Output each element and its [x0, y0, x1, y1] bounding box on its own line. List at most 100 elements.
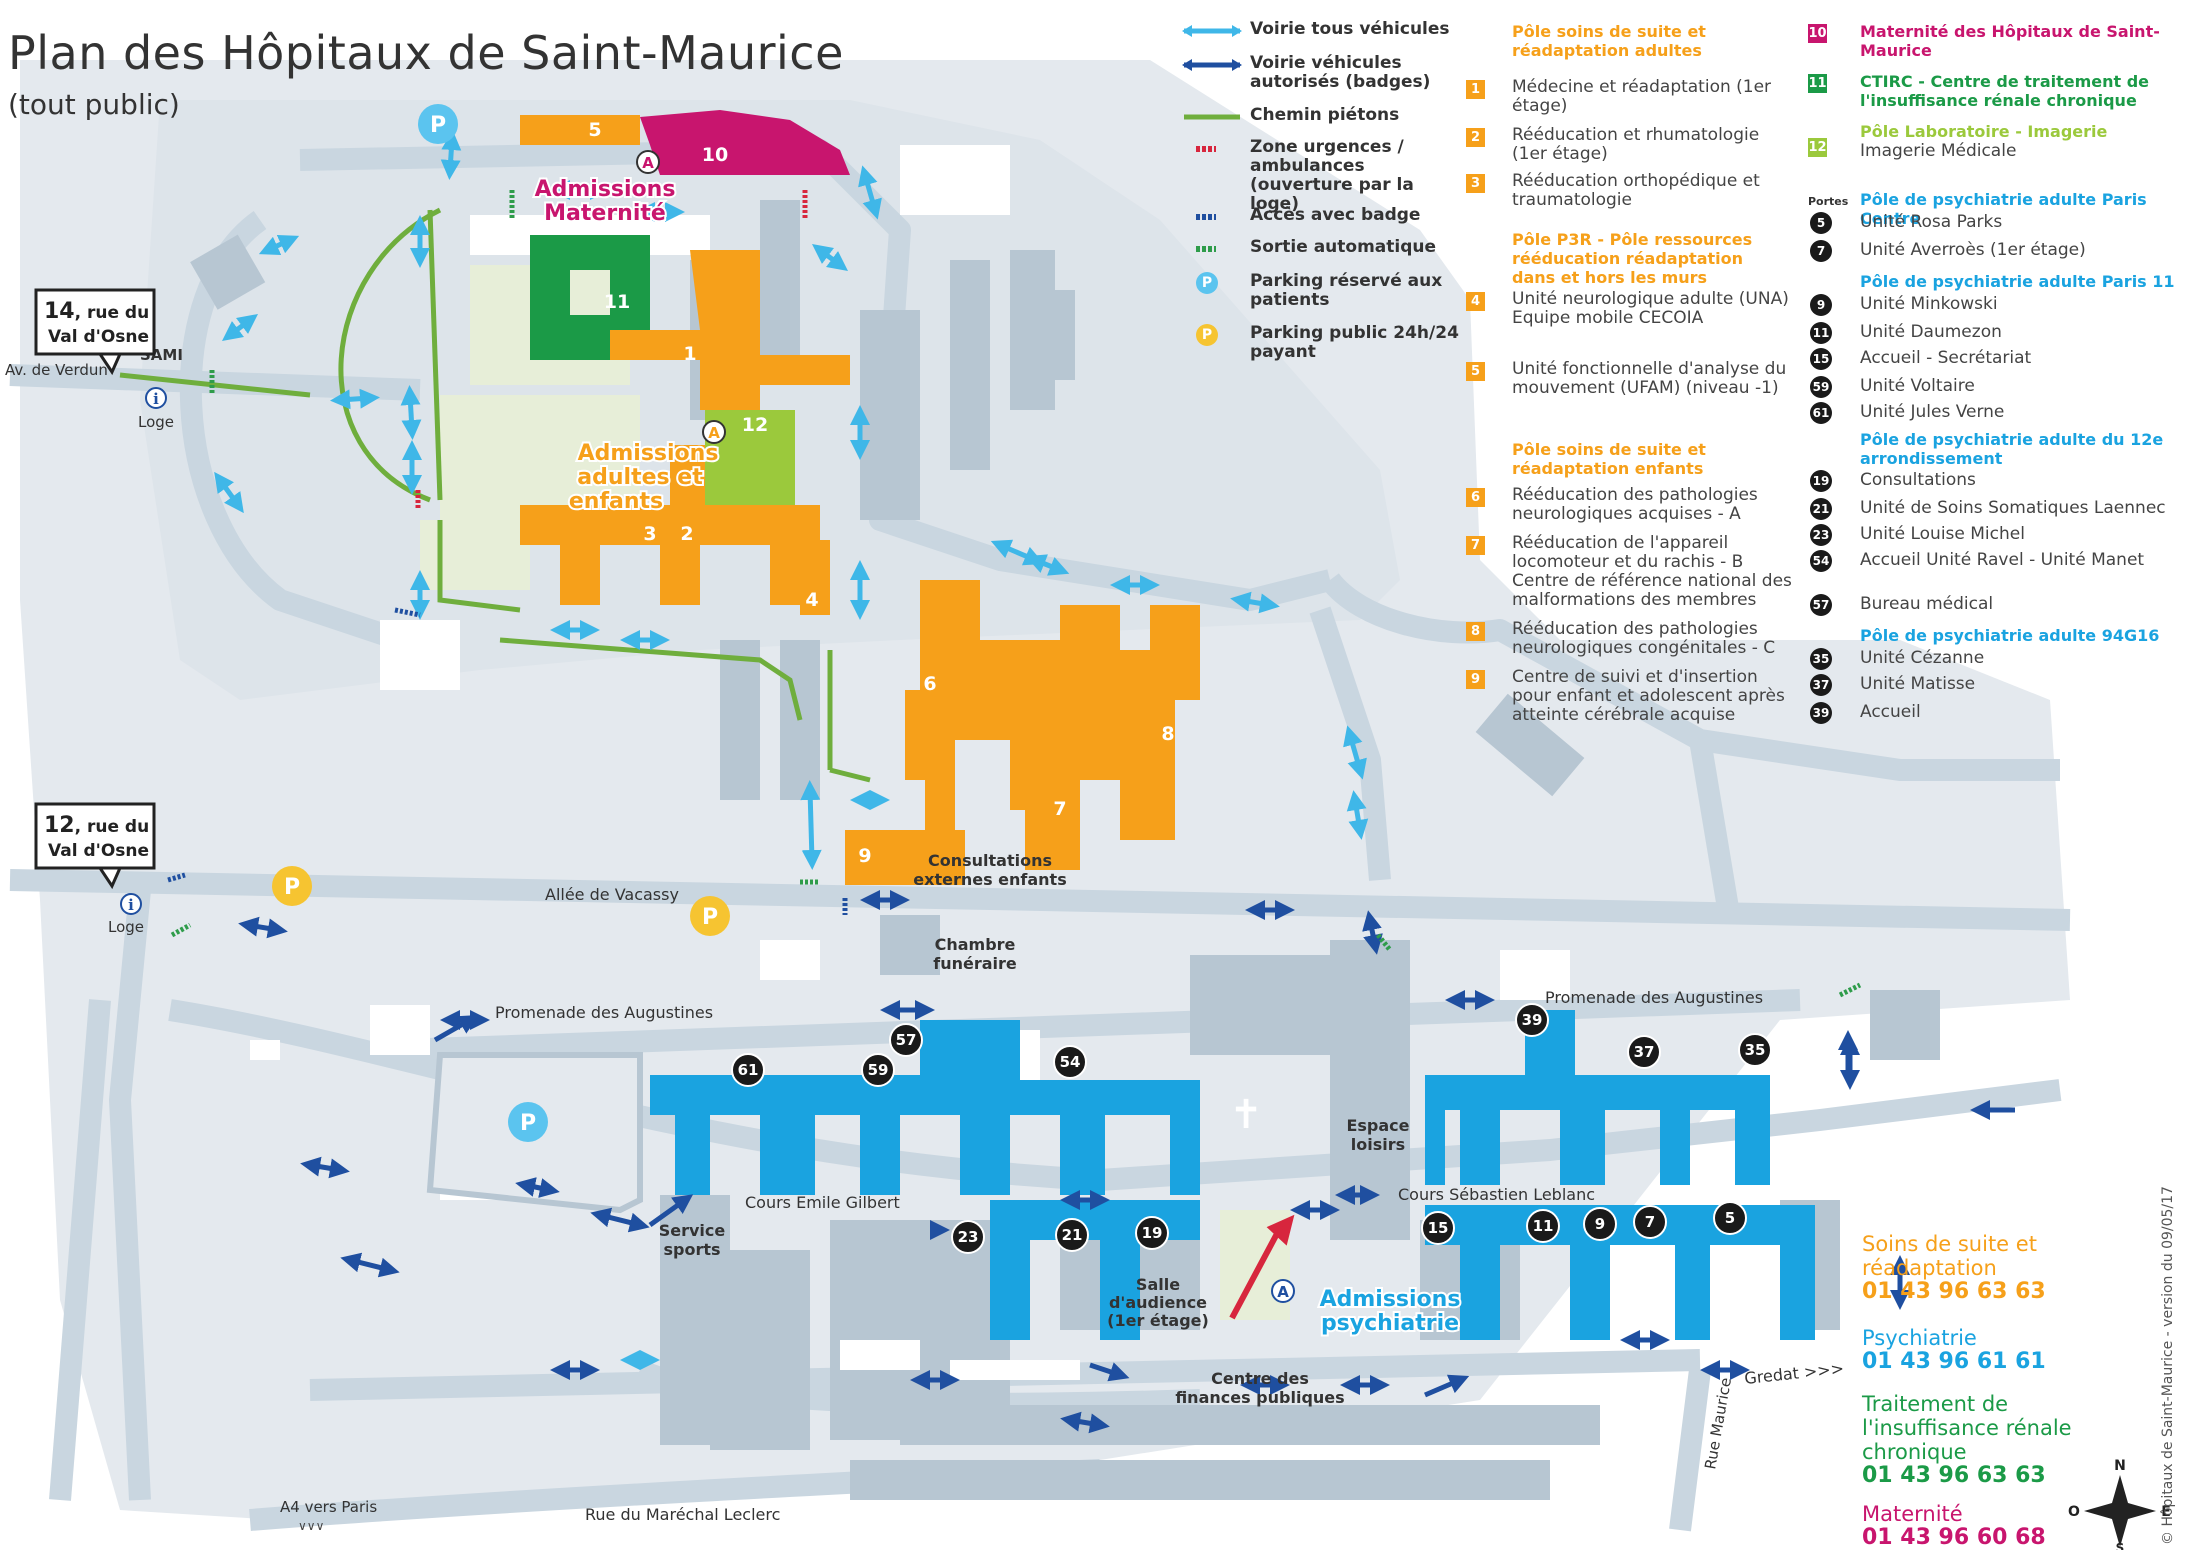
psy-pole-title-2: Pôle de psychiatrie adulte Paris 11: [1860, 272, 2175, 291]
door-number-19: 19: [1810, 470, 1832, 492]
door-marker-bg-59: [861, 1053, 895, 1087]
contact-phone-2: 01 43 96 61 61: [1862, 1349, 2046, 1374]
door-number-11: 11: [1810, 322, 1832, 344]
unit-number-1: 1: [1466, 80, 1485, 99]
door-marker-23: 23: [958, 1228, 979, 1246]
label-centre-2: finances publiques: [1175, 1388, 1344, 1407]
unit-number-10: 10: [1808, 24, 1827, 43]
unit-number-9: 9: [1466, 670, 1485, 689]
label-espace-1: Espace: [1346, 1116, 1409, 1135]
door-number-61: 61: [1810, 402, 1832, 424]
unit-label-7: Rééducation de l'appareil locomoteur et …: [1512, 533, 1792, 610]
parking-public-center: P: [702, 905, 718, 930]
label-centre-1: Centre des: [1211, 1369, 1309, 1388]
label-gredat: Gredat >>>: [1743, 1359, 1844, 1388]
compass-o: O: [2068, 1504, 2080, 1520]
psy-unit-label-15: Accueil - Secrétariat: [1860, 348, 2032, 368]
building-label-12: 12: [742, 414, 768, 436]
door-marker-bg-54: [1053, 1045, 1087, 1079]
label-a4: A4 vers Paris: [280, 1498, 377, 1516]
unit-number-3: 3: [1466, 174, 1485, 193]
pole-title-3: Pôle soins de suite et réadaptation enfa…: [1512, 440, 1706, 478]
poles-adult-child-panel: Pôle soins de suite et réadaptation adul…: [1466, 22, 1796, 732]
grey-buildings: [190, 200, 1940, 1500]
label-chambre-1: Chambre: [935, 935, 1016, 954]
label-salle-1: Salle: [1136, 1275, 1180, 1294]
door-marker-bg-7: [1633, 1205, 1667, 1239]
building-label-2: 2: [680, 523, 693, 545]
building-label-3: 3: [643, 523, 656, 545]
unit-label-imagerie: Imagerie Médicale: [1860, 141, 2017, 161]
credit-text: © Hôpitaux de Saint-Maurice - version du…: [2160, 1186, 2176, 1545]
psy-unit-label-57: Bureau médical: [1860, 594, 1994, 614]
address-14-line2: Val d'Osne: [48, 327, 149, 347]
map-text-labels: SAMI Av. de Verdun Loge Loge Allée de Va…: [5, 346, 1845, 1533]
label-cours-emile: Cours Emile Gilbert: [745, 1193, 900, 1212]
compass-s: S: [2116, 1541, 2125, 1550]
legend-symbol-lb-arrow: [1182, 23, 1242, 37]
unit-number-2: 2: [1466, 128, 1485, 147]
psy-unit-label-21: Unité de Soins Somatiques Laennec: [1860, 498, 2166, 518]
label-service-1: Service: [659, 1221, 726, 1240]
building-label-5: 5: [588, 119, 601, 141]
legend-label-p-blue: Parking réservé aux patients: [1250, 271, 1443, 310]
label-cours-sebastien: Cours Sébastien Leblanc: [1398, 1185, 1595, 1204]
legend-label-green-line: Chemin piétons: [1250, 105, 1400, 125]
door-marker-bg-23: [951, 1220, 985, 1254]
psy-unit-label-7: Unité Averroès (1er étage): [1860, 240, 2086, 260]
legend-label-green-dash: Sortie automatique: [1250, 237, 1437, 257]
admission-markers: A A A: [636, 150, 1295, 1303]
unit-label-2: Rééducation et rhumatologie (1er étage): [1512, 125, 1760, 164]
pole-title-1: Pôle soins de suite et réadaptation adul…: [1512, 22, 1706, 60]
door-number-35: 35: [1810, 648, 1832, 670]
legend-label-p-yellow: Parking public 24h/24 payant: [1250, 323, 1459, 362]
pole-title-2: Pôle P3R - Pôle ressources rééducation r…: [1512, 230, 1753, 287]
psy-unit-label-35: Unité Cézanne: [1860, 648, 1985, 668]
admissions-adultes-line3: enfants: [569, 489, 663, 514]
unit-label-9: Centre de suivi et d'insertion pour enfa…: [1512, 667, 1785, 725]
legend-label-red-dash: Zone urgences / ambulances (ouverture pa…: [1250, 137, 1414, 214]
door-number-57: 57: [1810, 594, 1832, 616]
road-arrows-badge-vehicles: [238, 890, 1910, 1434]
unit-number-5: 5: [1466, 362, 1485, 381]
parking-markers: P P P P: [272, 104, 730, 1142]
label-loge-1: Loge: [138, 413, 174, 431]
chapel-cross-icon: ✝: [1229, 1092, 1263, 1138]
door-number-9: 9: [1810, 294, 1832, 316]
pole-title-maternite: Maternité des Hôpitaux de Saint-Maurice: [1860, 22, 2160, 60]
psy-unit-label-9: Unité Minkowski: [1860, 294, 1998, 314]
admissions-maternite-line2: Maternité: [544, 201, 666, 226]
pole-title-ctirc: CTIRC - Centre de traitement de l'insuff…: [1860, 72, 2150, 110]
svg-text:∨∨∨: ∨∨∨: [298, 1519, 324, 1533]
road-arrows-all-vehicles: [214, 130, 1369, 1370]
psy-unit-label-5: Unité Rosa Parks: [1860, 212, 2003, 232]
door-marker-9: 9: [1595, 1215, 1605, 1233]
you-are-here-arrow: [1229, 1214, 1295, 1320]
door-marker-37: 37: [1634, 1043, 1655, 1061]
compass-rose: N S E O: [2068, 1458, 2171, 1550]
building-label-8: 8: [1161, 723, 1174, 745]
legend-symbol-green-line: [1182, 109, 1242, 123]
contact-label-2: Psychiatrie: [1862, 1326, 1977, 1350]
legend-symbol-red-dash: [1182, 141, 1242, 155]
unit-label-1: Médecine et réadaptation (1er étage): [1512, 77, 1772, 116]
psy-unit-label-39: Accueil: [1860, 702, 1921, 722]
label-promenade-east: Promenade des Augustines: [1545, 988, 1763, 1007]
building-label-7: 7: [1053, 798, 1066, 820]
unit-label-8: Rééducation des pathologies neurologique…: [1512, 619, 1776, 658]
label-av-verdun: Av. de Verdun: [5, 361, 108, 379]
building-number-labels: 5 10 11 1 12 3 2 4 6 8 7 9: [588, 119, 1174, 867]
parking-patients-south: P: [520, 1111, 536, 1136]
door-marker-bg-35: [1738, 1033, 1772, 1067]
address-14-number: 14: [44, 299, 75, 324]
door-number-23: 23: [1810, 524, 1832, 546]
address-callouts: 14, rue du Val d'Osne 12, rue du Val d'O…: [34, 288, 156, 890]
door-number-39: 39: [1810, 702, 1832, 724]
admissions-adultes-line2: adultes et: [577, 465, 703, 490]
building-label-1: 1: [683, 343, 696, 365]
label-consultations-1: Consultations: [928, 851, 1052, 870]
